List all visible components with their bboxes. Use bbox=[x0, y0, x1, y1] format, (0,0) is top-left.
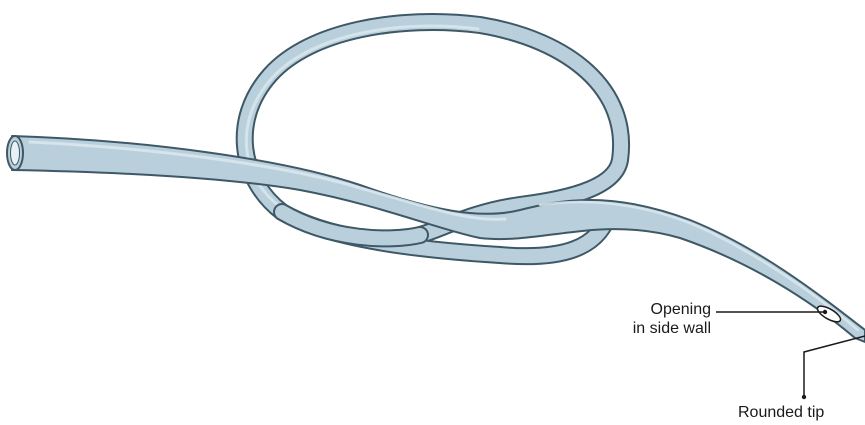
label-opening-in-side-wall: Opening in side wall bbox=[633, 300, 711, 338]
label-opening-line2: in side wall bbox=[633, 319, 711, 338]
tip-leader bbox=[802, 336, 865, 399]
tube-shaft bbox=[12, 136, 865, 342]
opening-leader bbox=[716, 310, 827, 314]
label-rounded-tip: Rounded tip bbox=[738, 403, 824, 422]
label-opening-line1: Opening bbox=[633, 300, 711, 319]
tube-open-end bbox=[7, 136, 23, 170]
